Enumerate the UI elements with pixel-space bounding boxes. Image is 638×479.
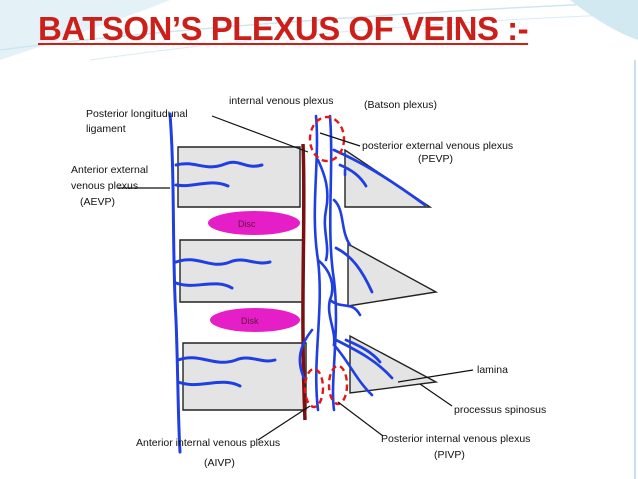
posterior-longitudinal-ligament-label-2: ligament [86,123,126,135]
internal-venous-plexus-label: internal venous plexus [229,95,333,107]
batson-highlight [308,115,346,163]
vertebral-body-lower [182,342,307,411]
lamina-label: lamina [477,364,508,376]
slide-top-accent-line [0,1,638,51]
disc-lower-label: Disk [241,316,259,326]
pivp-highlight [327,364,349,406]
slide-top-accent-line-2 [89,13,638,61]
anterior-internal-plexus-abbr: (AIVP) [204,457,235,469]
anterior-external-plexus-abbr: (AEVP) [80,196,115,208]
vertebral-bodies [177,146,307,411]
posterior-internal-plexus-abbr: (PIVP) [434,449,465,461]
disc-upper [208,211,300,235]
disc-lower [210,308,300,332]
aivp-highlight [303,367,325,409]
vertebral-body-upper [177,146,301,208]
slide-title: BATSON’S PLEXUS OF VEINS :- [38,10,529,47]
aevp-trunk [168,112,182,454]
anterior-external-plexus-label: Anterior external [71,164,148,176]
processus-spinosus-label: processus spinosus [454,404,546,416]
anterior-external-veins [168,112,277,454]
anterior-external-plexus-label-2: venous plexus [71,180,138,192]
posterior-external-plexus-abbr: (PEVP) [418,153,453,165]
slide-corner-accent [570,0,638,40]
posterior-internal-plexus-label: Posterior internal venous plexus [381,433,530,445]
vertebral-body-middle [179,239,304,303]
posterior-external-plexus-label: posterior external venous plexus [362,140,513,152]
discs: Disc Disk [208,211,300,332]
highlight-circles [303,115,349,409]
disc-upper-label: Disc [238,219,256,229]
internal-venous-plexus [298,114,374,412]
batson-plexus-label: (Batson plexus) [364,99,437,111]
leader-lines [118,115,474,441]
posterior-longitudinal-ligament-label: Posterior longitudunal [86,108,188,120]
anterior-internal-plexus-label: Anterior internal venous plexus [136,437,280,449]
